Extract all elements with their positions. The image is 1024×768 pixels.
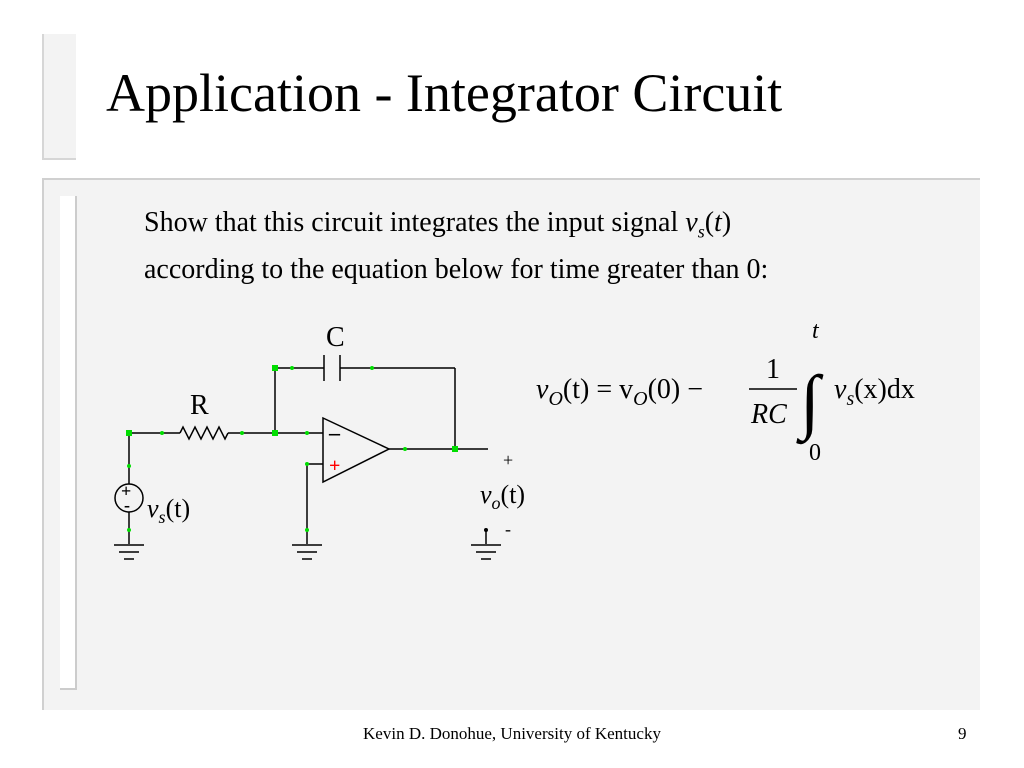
node-feedback-left bbox=[272, 365, 278, 371]
node-resistor-right bbox=[240, 431, 244, 435]
slide-title: Application - Integrator Circuit bbox=[106, 63, 783, 123]
body-line-1: Show that this circuit integrates the in… bbox=[144, 207, 686, 238]
node-cap-left bbox=[290, 366, 294, 370]
ground-symbol-source bbox=[114, 544, 144, 560]
equation-lhs: vO(t) = vO(0) − bbox=[536, 374, 703, 410]
ground-symbol-opamp bbox=[292, 544, 322, 560]
opamp-triangle bbox=[322, 416, 391, 484]
node-resistor-left bbox=[160, 431, 164, 435]
slide-body-text: Show that this circuit integrates the in… bbox=[144, 207, 769, 285]
output-terminal-dot bbox=[484, 528, 488, 532]
source-voltage-label: vs(t) bbox=[147, 494, 190, 527]
output-voltage-label: vo(t) bbox=[480, 480, 525, 513]
node-cap-right bbox=[370, 366, 374, 370]
page-number: 9 bbox=[958, 724, 967, 743]
integral-lower-limit: 0 bbox=[809, 440, 821, 466]
voltage-source-icon bbox=[114, 483, 144, 513]
integrand: vs(x)dx bbox=[834, 374, 915, 410]
node-source-top bbox=[127, 464, 131, 468]
source-plus-sign: + bbox=[121, 481, 131, 501]
content-panel bbox=[42, 178, 980, 710]
output-plus-label: + bbox=[503, 450, 513, 470]
ground-symbol-output bbox=[471, 544, 501, 560]
node-inverting bbox=[305, 431, 309, 435]
integral-sign: ∫ bbox=[796, 361, 824, 445]
output-minus-label: - bbox=[505, 519, 511, 539]
node-source-bottom bbox=[127, 528, 131, 532]
integrator-equation: vO(t) = vO(0) − 1 RC ∫ t 0 vs(x)dx bbox=[536, 318, 915, 466]
signal-var: vs bbox=[685, 207, 705, 242]
body-line-2: according to the equation below for time… bbox=[144, 253, 769, 285]
opamp-inverting-sign: – bbox=[328, 420, 341, 445]
capacitor-label: C bbox=[326, 322, 345, 353]
opamp-noninverting-sign: + bbox=[329, 455, 340, 477]
circuit-nodes bbox=[126, 365, 458, 532]
resistor-label: R bbox=[190, 390, 209, 421]
content-accent-bar bbox=[60, 196, 77, 690]
integral-upper-limit: t bbox=[812, 318, 820, 344]
fraction-numerator: 1 bbox=[766, 354, 780, 385]
fraction-denominator: RC bbox=[750, 399, 787, 430]
node-opamp-out bbox=[403, 447, 407, 451]
node-ground bbox=[305, 528, 309, 532]
node-output bbox=[452, 446, 458, 452]
source-minus-sign: - bbox=[124, 495, 130, 515]
resistor-zigzag bbox=[179, 425, 229, 441]
node-left bbox=[126, 430, 132, 436]
title-accent-bar bbox=[42, 34, 76, 160]
node-junction bbox=[272, 430, 278, 436]
node-noninverting bbox=[305, 462, 309, 466]
footer-author: Kevin D. Donohue, University of Kentucky bbox=[363, 724, 661, 743]
